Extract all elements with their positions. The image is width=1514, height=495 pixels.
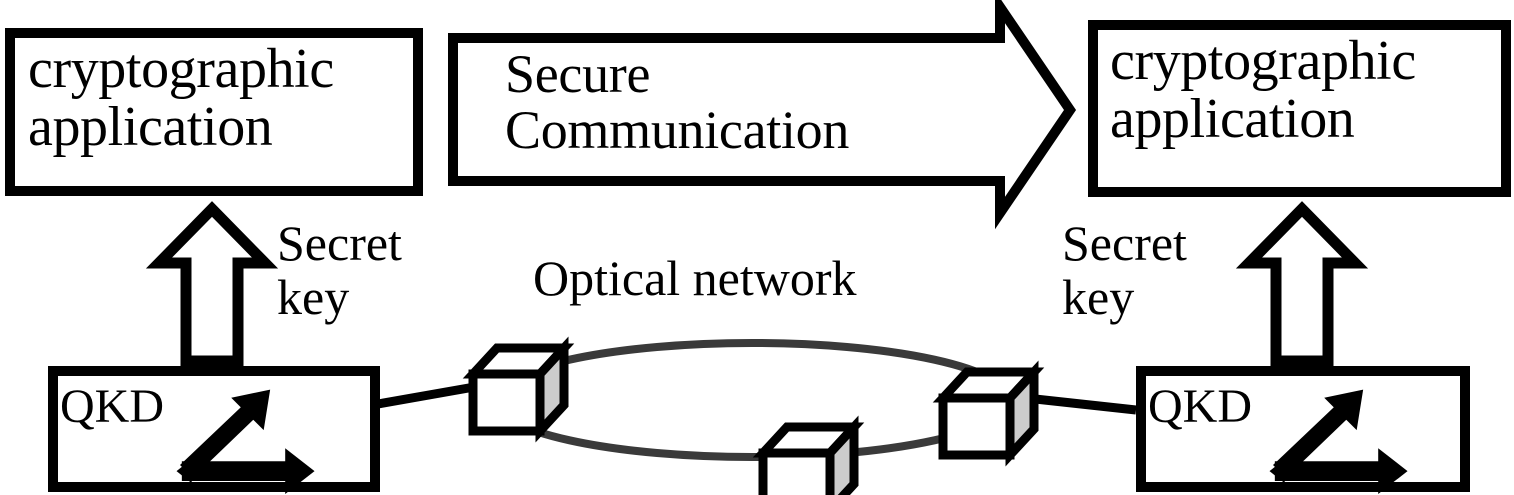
right-application-box bbox=[1088, 20, 1511, 197]
left-secret-key-label-line2: key bbox=[277, 269, 350, 325]
network-node-right bbox=[943, 372, 1034, 455]
network-node-left bbox=[473, 348, 564, 431]
left-qkd-connector bbox=[377, 381, 481, 409]
right-qkd-connector bbox=[1025, 393, 1137, 415]
left-qkd-label: QKD bbox=[60, 380, 164, 433]
secure-communication-label-line2: Communication bbox=[505, 100, 850, 161]
right-qkd-label: QKD bbox=[1148, 380, 1252, 433]
right-secret-key-label-line1: Secret bbox=[1062, 215, 1187, 271]
secure-communication-label-line1: Secure bbox=[505, 44, 651, 104]
left-application-label-line1: cryptographic bbox=[28, 38, 334, 100]
right-application-label-line1: cryptographic bbox=[1110, 30, 1416, 92]
left-secret-key-arrow bbox=[145, 201, 279, 367]
optical-network-label: Optical network bbox=[533, 250, 857, 306]
optical-network-ring bbox=[490, 339, 1014, 461]
network-node-middle bbox=[763, 427, 854, 495]
right-application-label-line2: application bbox=[1110, 88, 1355, 151]
left-application-label-line2: application bbox=[28, 96, 273, 159]
right-secret-key-arrow bbox=[1235, 201, 1369, 367]
secure-communication-arrow bbox=[448, 0, 1077, 230]
left-application-box bbox=[5, 28, 423, 196]
left-secret-key-label-line1: Secret bbox=[277, 215, 402, 271]
right-secret-key-label-line2: key bbox=[1062, 269, 1135, 325]
